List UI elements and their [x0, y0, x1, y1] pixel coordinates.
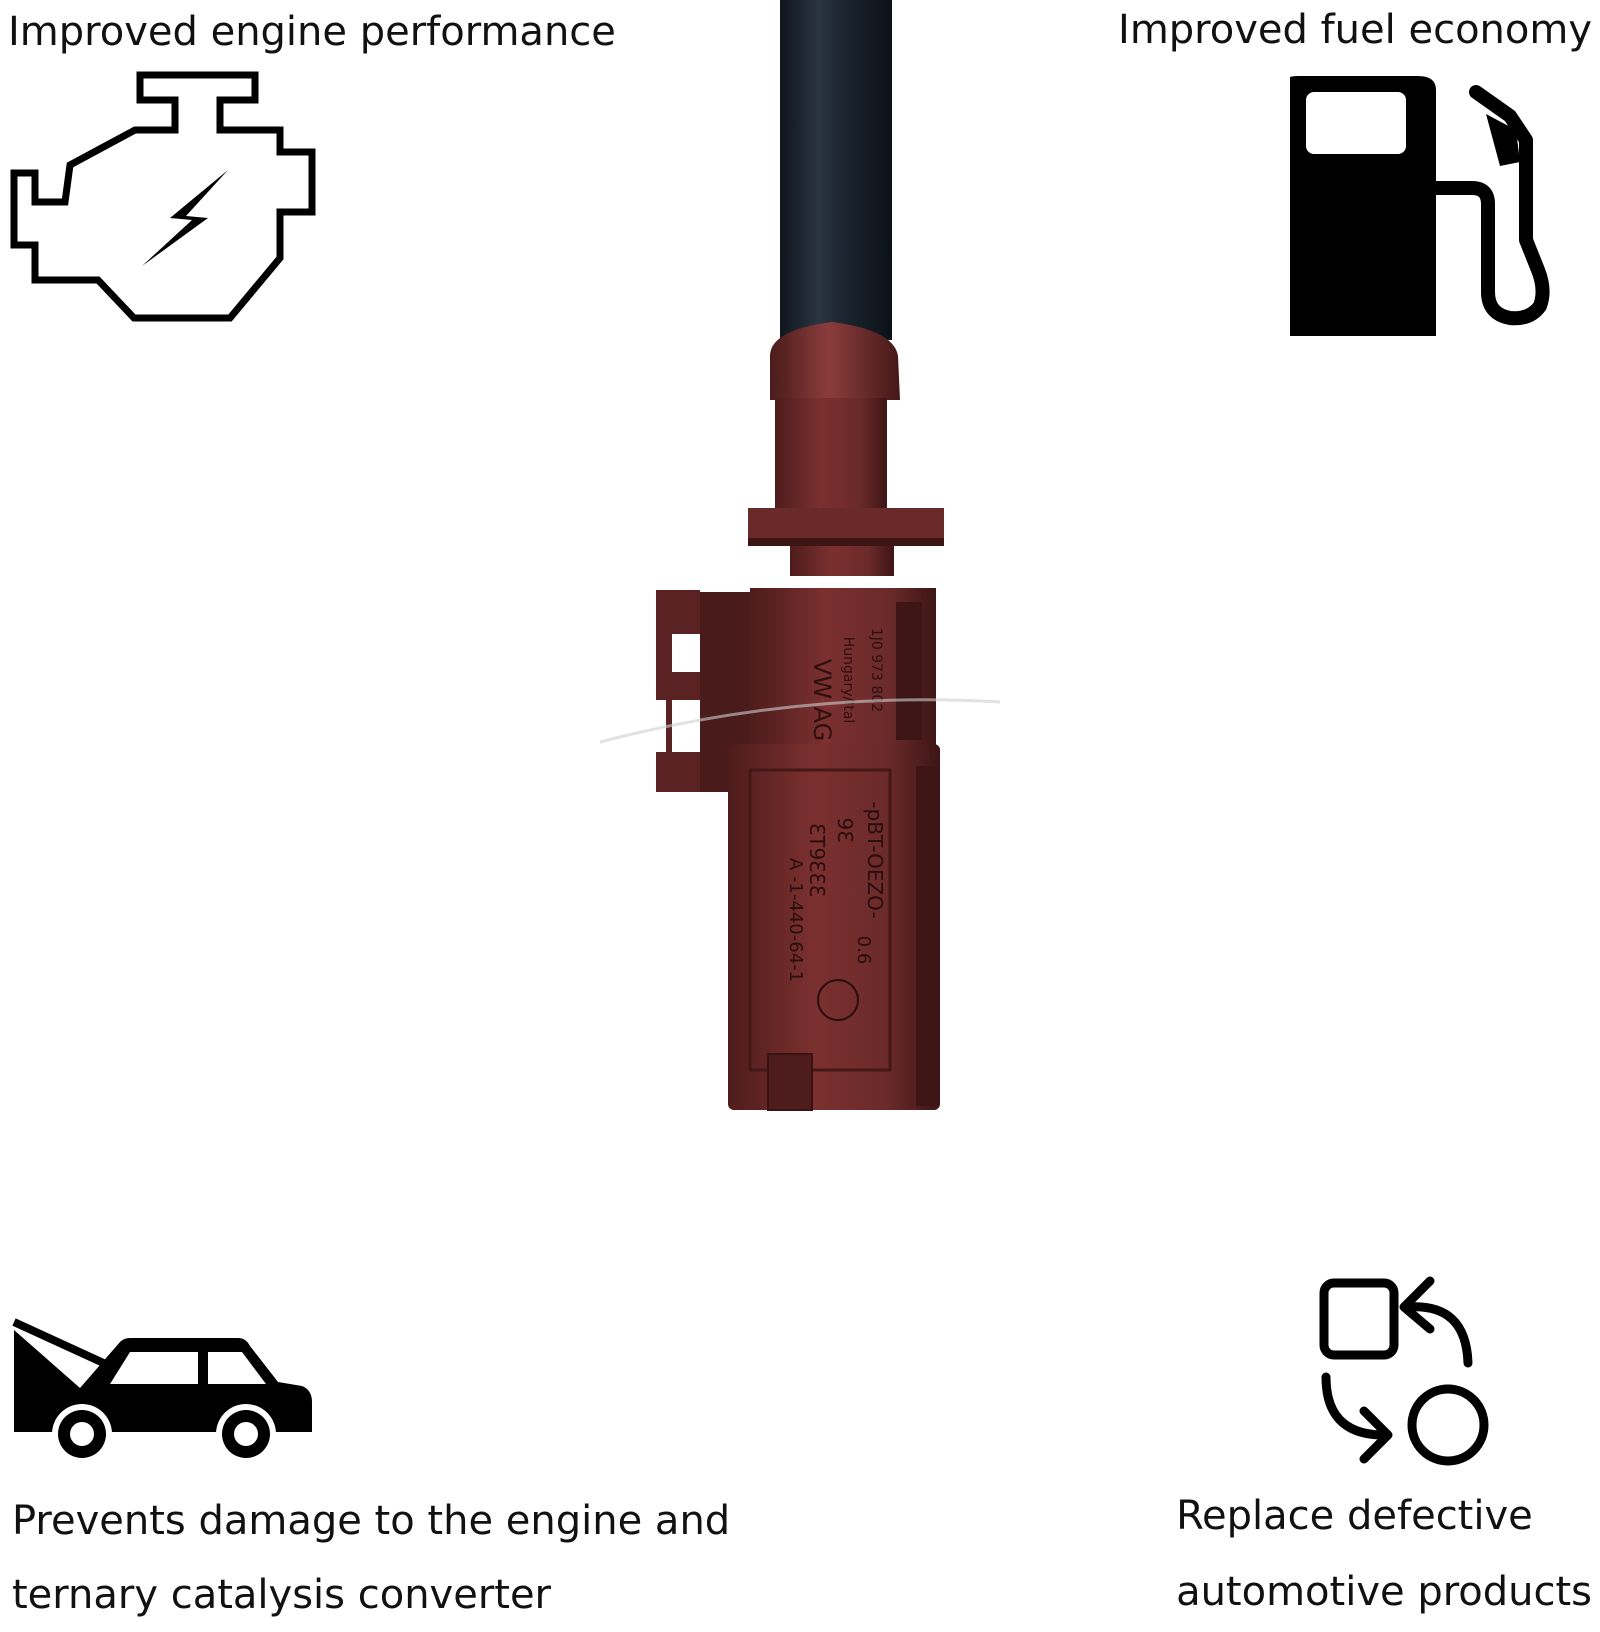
replace-cycle-icon [1318, 1275, 1518, 1475]
feature-replace-label: Replace defective automotive products [1176, 1478, 1592, 1630]
marking-line-b: 9Ɛ [833, 817, 857, 842]
connector-bottom-tab [767, 1053, 813, 1111]
engine-icon [10, 70, 330, 330]
cable [780, 0, 892, 340]
car-hood-open-icon [10, 1318, 315, 1468]
connector-lower-housing [728, 744, 940, 1110]
connector-latch-plate [748, 508, 944, 540]
fuel-pump-icon [1280, 70, 1580, 340]
marking-side: Hungary/Ital [840, 637, 856, 724]
feature-prevents-damage-label: Prevents damage to the engine and ternar… [12, 1484, 730, 1632]
marking-line-a: -pBT-OEZO- [863, 801, 887, 918]
marking-brand: VW AG [808, 659, 836, 741]
marking-line-c: ƐT9ƐƐƐ [805, 823, 829, 897]
connector-collar [770, 322, 900, 400]
feature-replace-line2: automotive products [1176, 1569, 1592, 1615]
marking-part: 1J0 973 802 [868, 628, 884, 712]
feature-replace-line1: Replace defective [1176, 1493, 1533, 1539]
feature-engine-performance-label: Improved engine performance [8, 9, 616, 55]
connector-side-clip [656, 590, 700, 792]
marking-line-d: A -1-440-64-1 [785, 858, 806, 982]
marking-num: 0.6 [853, 936, 874, 965]
feature-prevents-damage-line2: ternary catalysis converter [12, 1572, 552, 1618]
feature-prevents-damage-line1: Prevents damage to the engine and [12, 1498, 731, 1544]
connector-photo: VW AG Hungary/Ital 1J0 973 802 -pBT-OEZO… [599, 0, 1020, 1140]
feature-fuel-economy-label: Improved fuel economy [1118, 7, 1592, 53]
